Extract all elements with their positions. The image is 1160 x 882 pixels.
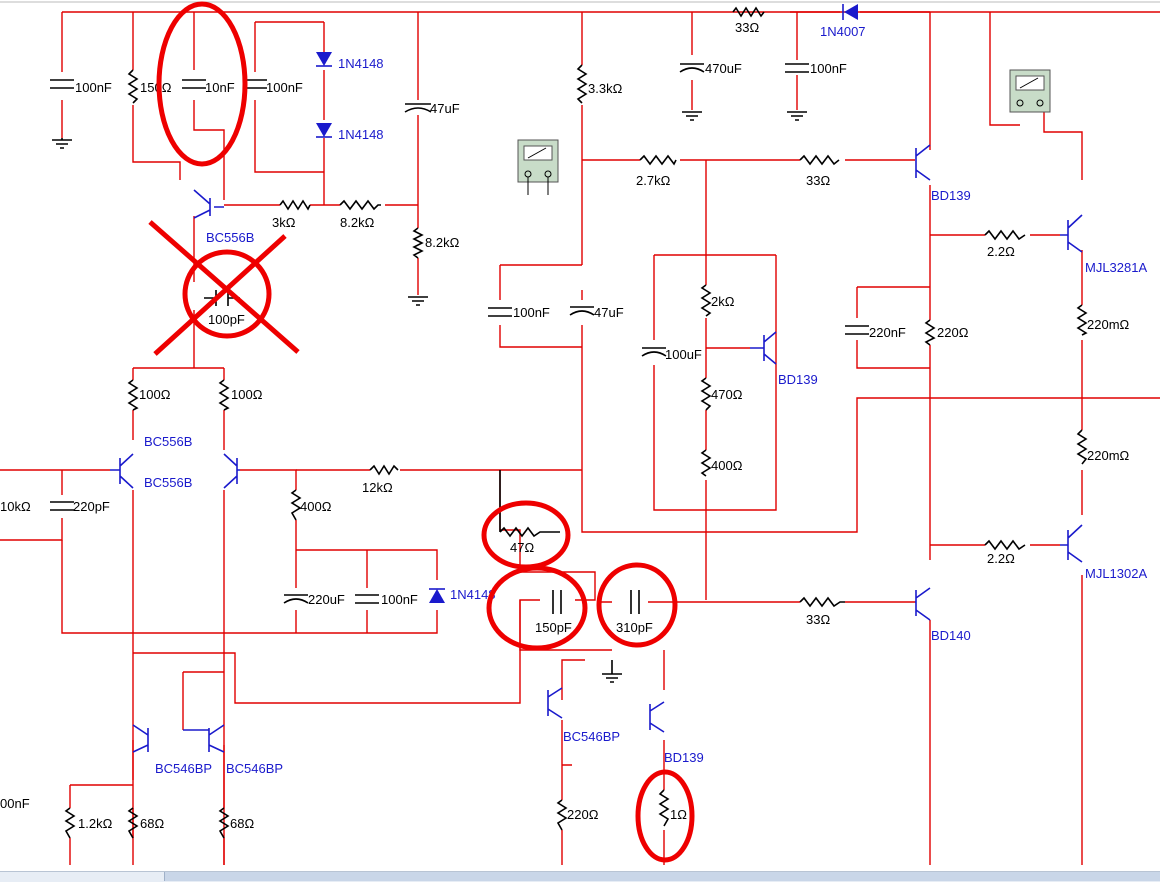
label-c100n-a: 100nF	[75, 80, 112, 95]
label-c100n-top: 100nF	[810, 61, 847, 76]
label-c100n-bot: 100nF	[381, 592, 418, 607]
label-r100-a: 100Ω	[139, 387, 171, 402]
label-r8k2-a: 8.2kΩ	[340, 215, 375, 230]
label-c100n-left: 00nF	[0, 796, 30, 811]
transistors	[110, 144, 1083, 753]
label-r47: 47Ω	[510, 540, 534, 555]
label-q-bc546-c: BC546BP	[563, 729, 620, 744]
label-q-mjl3281: MJL3281A	[1085, 260, 1147, 275]
label-c470u: 470uF	[705, 61, 742, 76]
label-r33-bot: 33Ω	[806, 612, 830, 627]
label-q-bd140: BD140	[931, 628, 971, 643]
label-q-bd139-vbe: BD139	[778, 372, 818, 387]
label-r1: 1Ω	[670, 807, 687, 822]
label-c47u-mid: 47uF	[594, 305, 624, 320]
resistors	[64, 6, 1088, 839]
label-r220: 220Ω	[937, 325, 969, 340]
label-r2k7: 2.7kΩ	[636, 173, 671, 188]
label-q-bd139-top: BD139	[931, 188, 971, 203]
label-c47u-top: 47uF	[430, 101, 460, 116]
label-q-bc556-l: BC556B	[144, 434, 192, 449]
label-r2-2-bot: 2.2Ω	[987, 551, 1015, 566]
label-r1k2: 1.2kΩ	[78, 816, 113, 831]
label-r3k: 3kΩ	[272, 215, 296, 230]
label-c310p: 310pF	[616, 620, 653, 635]
label-r3k3: 3.3kΩ	[588, 81, 623, 96]
label-r150: 150Ω	[140, 80, 172, 95]
markup-annotations	[148, 1, 695, 863]
label-r8k2-b: 8.2kΩ	[425, 235, 460, 250]
label-r100-b: 100Ω	[231, 387, 263, 402]
label-r220-bot: 220Ω	[567, 807, 599, 822]
label-r33-top: 33Ω	[735, 20, 759, 35]
label-c10n: 10nF	[205, 80, 235, 95]
label-q-bc556-r: BC556B	[144, 475, 192, 490]
label-c100p: 100pF	[208, 312, 245, 327]
label-c220n: 220nF	[869, 325, 906, 340]
capacitors	[50, 63, 869, 614]
label-r2k: 2kΩ	[711, 294, 735, 309]
horizontal-scrollbar[interactable]	[164, 872, 1160, 881]
component-labels: 100nF 150Ω 10nF 100nF 1N4148 1N4148 47uF…	[0, 20, 1147, 831]
label-c150p: 150pF	[535, 620, 572, 635]
label-r400-a: 400Ω	[711, 458, 743, 473]
wires	[0, 1, 1160, 865]
label-d2: 1N4148	[338, 127, 384, 142]
label-d3: 1N4148	[450, 587, 496, 602]
label-d-1n4007: 1N4007	[820, 24, 866, 39]
label-r68-a: 68Ω	[140, 816, 164, 831]
label-c220u: 220uF	[308, 592, 345, 607]
label-r12k: 12kΩ	[362, 480, 393, 495]
label-r2-2-top: 2.2Ω	[987, 244, 1015, 259]
label-c100n-mid: 100nF	[513, 305, 550, 320]
voltmeter-mid	[517, 139, 559, 195]
label-r220m-bot: 220mΩ	[1087, 448, 1130, 463]
label-c220p: 220pF	[73, 499, 110, 514]
label-r220m-top: 220mΩ	[1087, 317, 1130, 332]
label-r33-mid: 33Ω	[806, 173, 830, 188]
diodes	[316, 4, 858, 603]
label-r470: 470Ω	[711, 387, 743, 402]
label-r400-b: 400Ω	[300, 499, 332, 514]
label-r10k: 10kΩ	[0, 499, 31, 514]
label-q-bd139-bot: BD139	[664, 750, 704, 765]
label-d1: 1N4148	[338, 56, 384, 71]
label-c100n-b: 100nF	[266, 80, 303, 95]
label-q-mjl1302: MJL1302A	[1085, 566, 1147, 581]
label-q-bc556-top: BC556B	[206, 230, 254, 245]
label-r68-b: 68Ω	[230, 816, 254, 831]
label-q-bc546-b: BC546BP	[226, 761, 283, 776]
voltmeter-right	[1009, 69, 1051, 113]
label-c100u: 100uF	[665, 347, 702, 362]
label-q-bc546-a: BC546BP	[155, 761, 212, 776]
grounds	[52, 111, 807, 683]
